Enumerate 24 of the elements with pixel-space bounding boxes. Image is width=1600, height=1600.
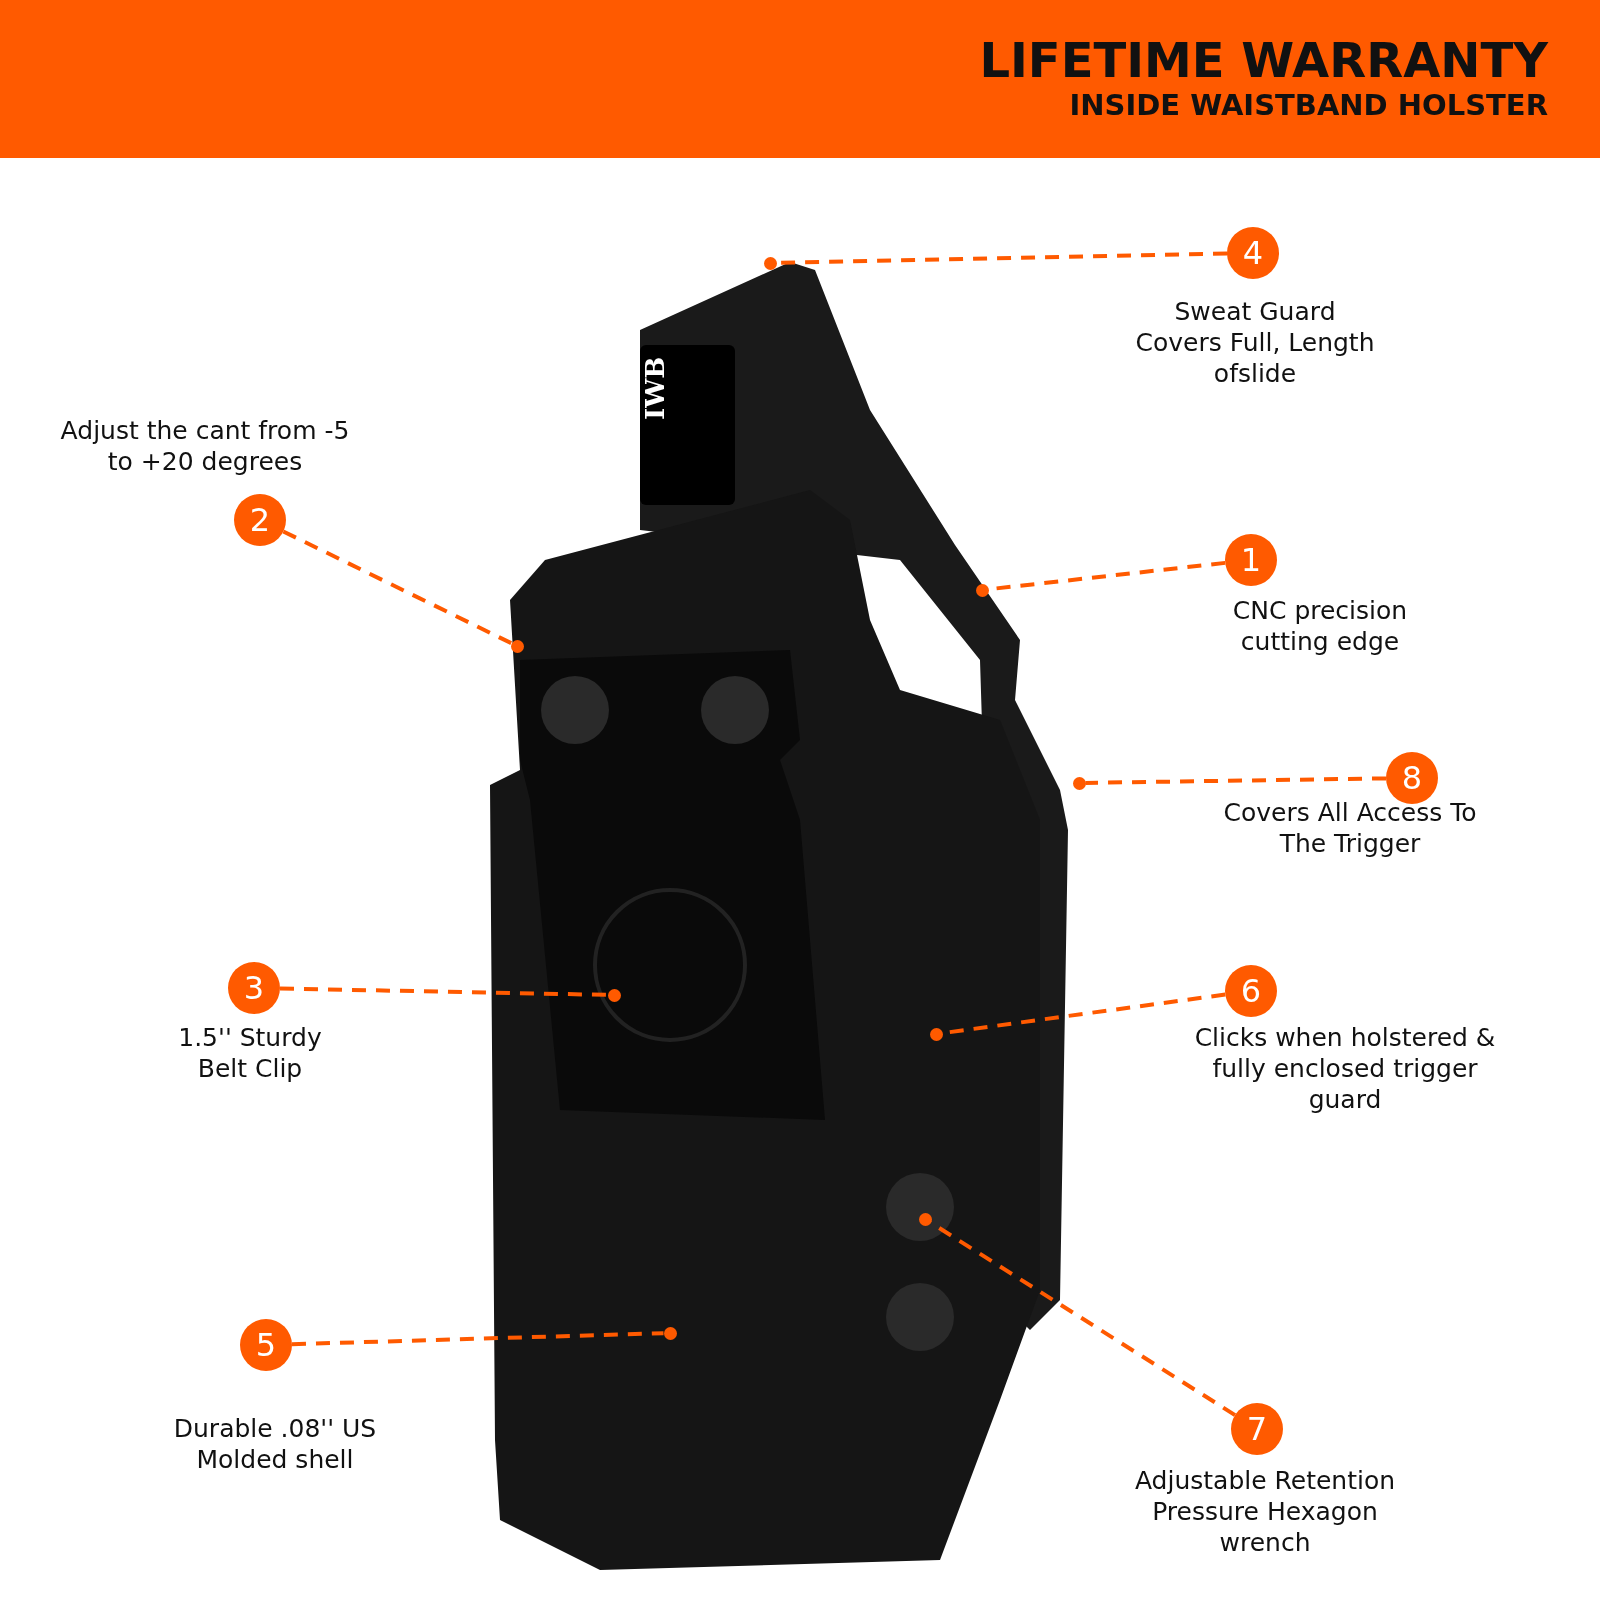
callout-text: 1.5'' Sturdy Belt Clip [177, 1022, 323, 1084]
callout-number: 3 [228, 962, 280, 1014]
callout-text: Sweat Guard Covers Full, Length ofslide [1134, 296, 1376, 389]
leader-line [279, 986, 608, 997]
leader-line [291, 1331, 664, 1347]
subtitle: INSIDE WAISTBAND HOLSTER [1069, 88, 1548, 122]
callout-text: CNC precision cutting edge [1231, 595, 1409, 657]
callout-number: 1 [1225, 534, 1277, 586]
callout-text: Adjustable Retention Pressure Hexagon wrench [1133, 1465, 1397, 1558]
callout-number: 7 [1231, 1403, 1283, 1455]
leader-line [282, 529, 513, 645]
callout-text: Durable .08'' US Molded shell [172, 1413, 378, 1475]
pointer-dot [1072, 776, 1086, 790]
callout-number: 5 [240, 1319, 292, 1371]
callout-number: 8 [1386, 752, 1438, 804]
callout-number: 6 [1225, 965, 1277, 1017]
callout-number: 4 [1227, 227, 1279, 279]
leader-line [1085, 776, 1387, 785]
title: LIFETIME WARRANTY [979, 32, 1548, 88]
sticker-label: IWB [640, 356, 670, 420]
callout-text: Clicks when holstered & fully enclosed trigger guard [1193, 1022, 1497, 1115]
callout-number: 2 [234, 494, 286, 546]
callout-text: Adjust the cant from -5 to +20 degrees [60, 415, 350, 477]
pointer-dot [763, 256, 777, 270]
